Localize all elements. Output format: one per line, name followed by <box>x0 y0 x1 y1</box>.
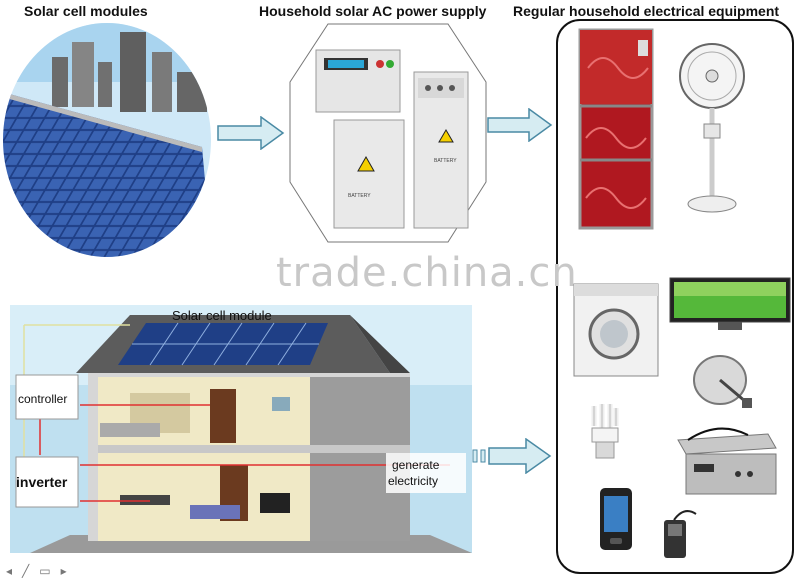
svg-text:BATTERY: BATTERY <box>434 158 457 164</box>
cabinet-right: BATTERY <box>413 71 469 229</box>
solar-cell-module-label: Solar cell module <box>172 308 272 323</box>
electricity-label: electricity <box>388 474 439 488</box>
cabinet-top <box>315 49 401 113</box>
house-illustration <box>10 305 472 553</box>
solar-panels-image <box>3 23 211 257</box>
watermark: trade.china.cn <box>276 250 578 296</box>
mp3-player-image <box>664 510 697 558</box>
cabinet-left: BATTERY <box>333 119 405 229</box>
equipment-frame <box>556 19 794 574</box>
power-supply-group: BATTERY BATTERY <box>289 23 487 243</box>
header-equipment: Regular household electrical equipment <box>513 3 780 19</box>
satellite-dish-image <box>693 355 752 408</box>
inverter-label: inverter <box>16 474 68 490</box>
roof-solar-panels <box>118 322 328 366</box>
prev-icon[interactable]: ◂ <box>6 564 13 578</box>
refrigerator-image <box>578 28 654 230</box>
fan-image <box>679 43 745 213</box>
menu-icon[interactable]: ▭ <box>39 564 51 578</box>
energy-saving-bulb-image <box>591 404 619 459</box>
svg-text:BATTERY: BATTERY <box>348 193 371 199</box>
mobile-phone-image <box>600 488 632 550</box>
tv-image <box>669 277 791 330</box>
controller-label: controller <box>18 392 68 406</box>
arrow-house-to-equipment <box>472 438 552 474</box>
generate-label: generate <box>392 458 440 472</box>
header-solar-modules: Solar cell modules <box>24 3 148 19</box>
header-ac-supply: Household solar AC power supply <box>259 3 487 19</box>
arrow-supply-to-equipment <box>487 108 553 142</box>
receiver-box-image <box>677 427 777 495</box>
pen-icon[interactable]: ╱ <box>22 564 30 578</box>
slide-nav: ◂ ╱ ▭ ▸ <box>6 564 67 578</box>
next-icon[interactable]: ▸ <box>60 564 67 578</box>
washing-machine-image <box>573 283 659 377</box>
arrow-modules-to-supply <box>217 116 285 150</box>
